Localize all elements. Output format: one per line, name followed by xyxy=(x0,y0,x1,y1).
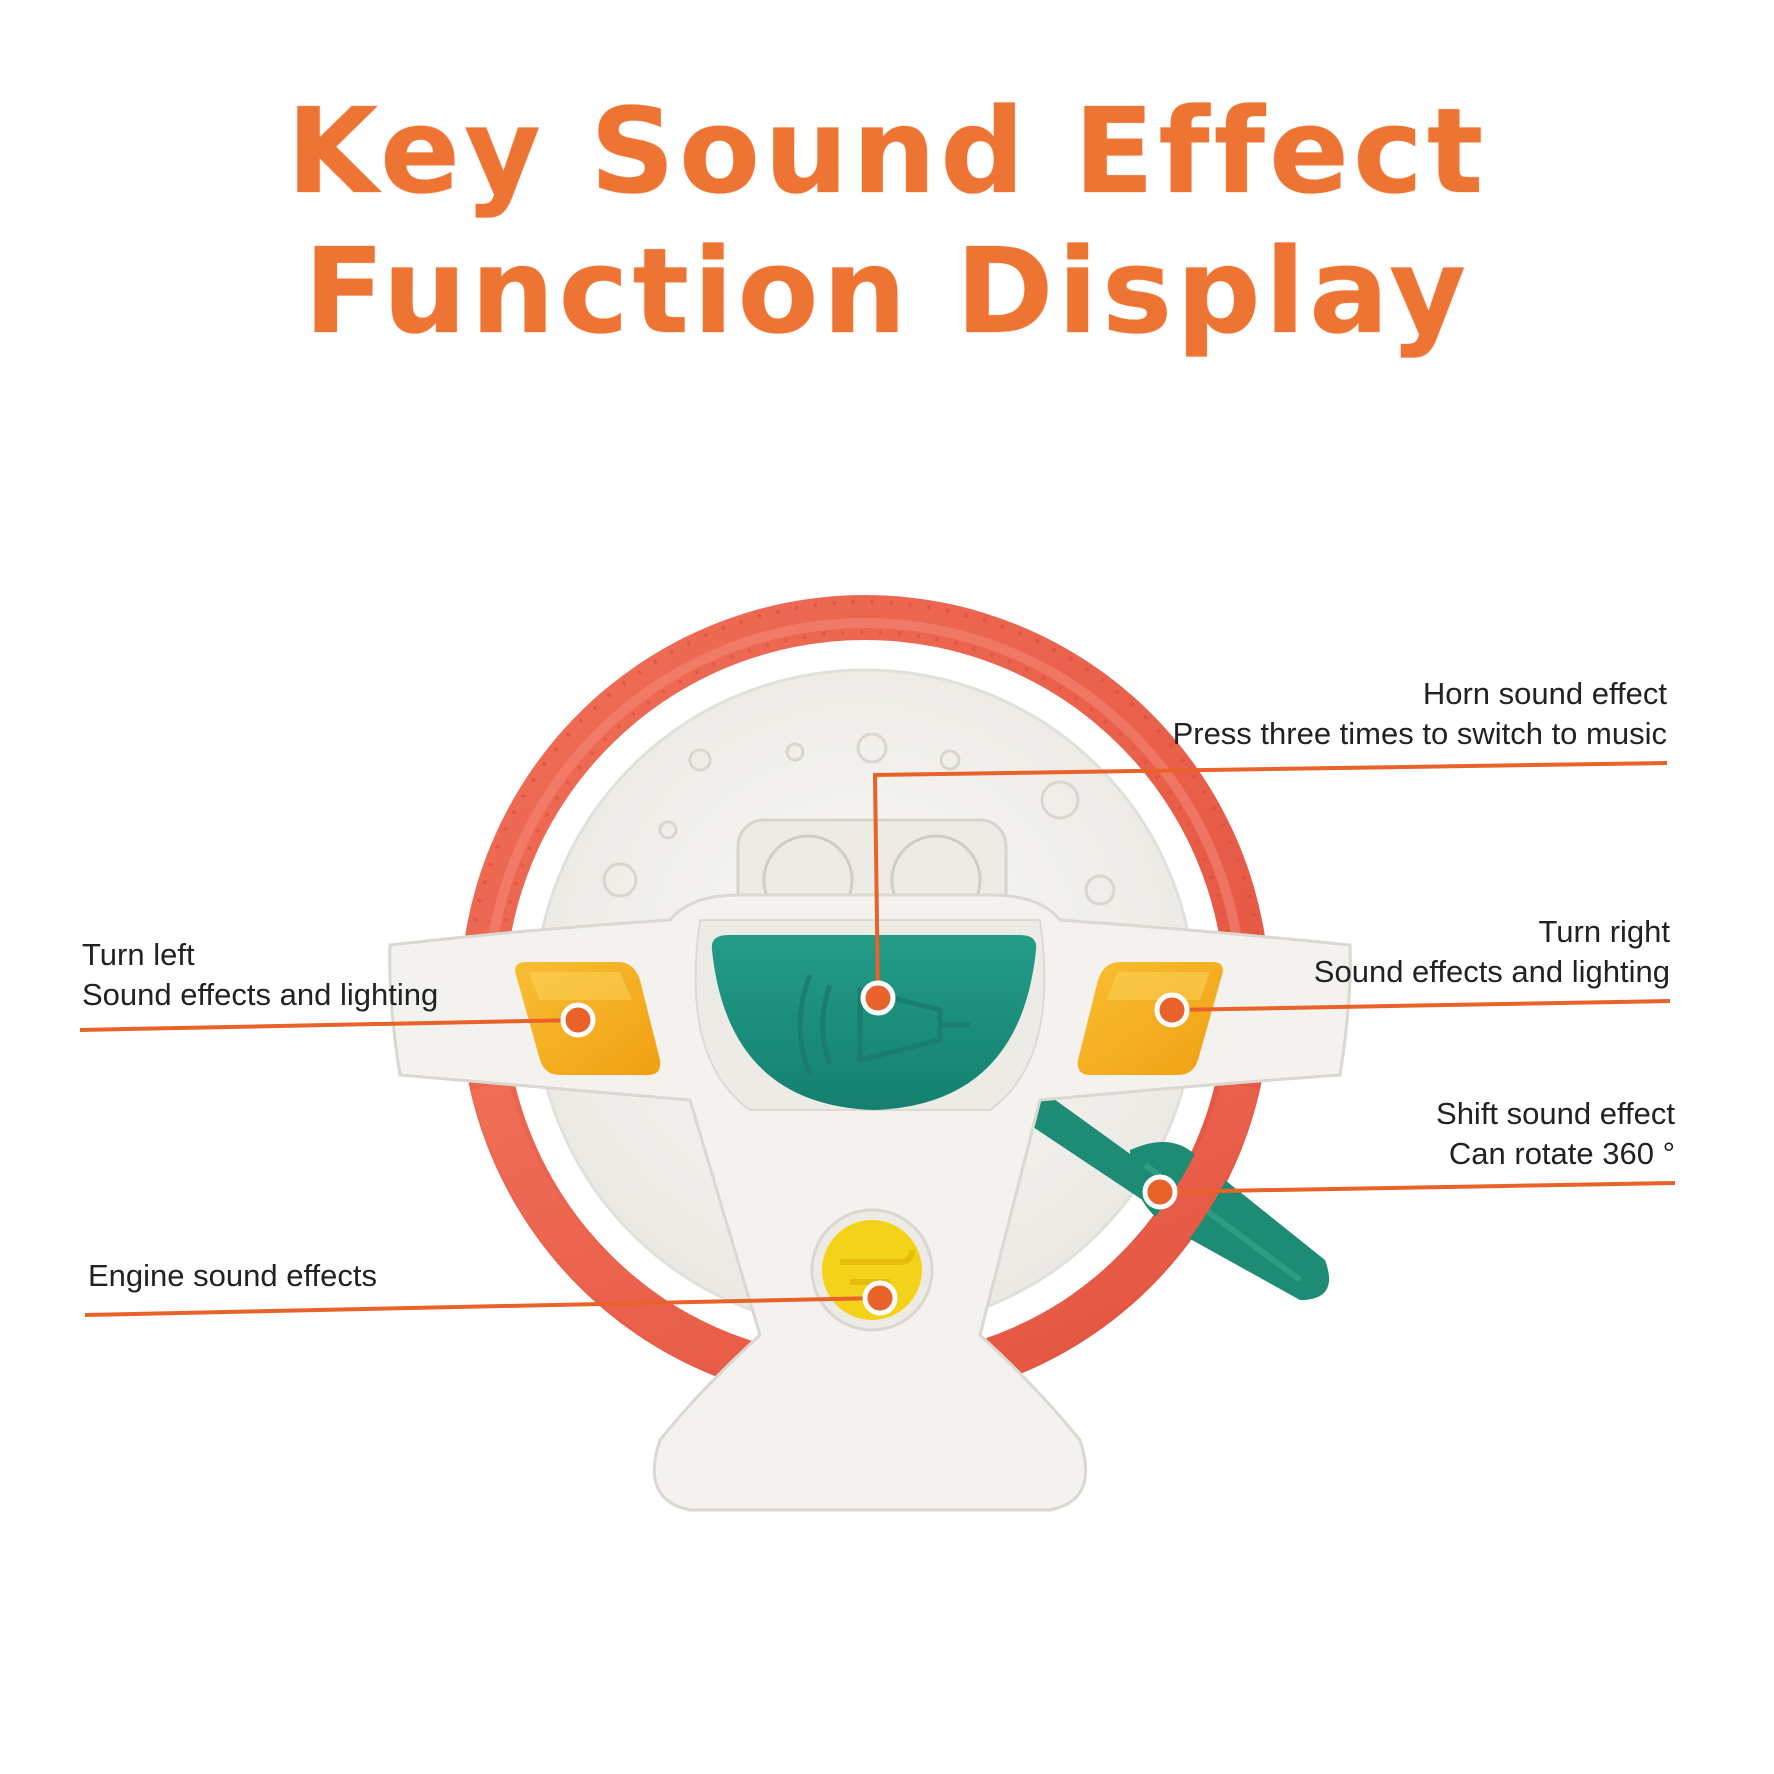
horn-button[interactable] xyxy=(711,935,1037,1110)
leader-lines xyxy=(79,761,1676,1317)
callout-engine: Engine sound effects xyxy=(88,1256,377,1296)
horn-icon xyxy=(797,974,970,1076)
callout-horn: Horn sound effect Press three times to s… xyxy=(1173,674,1667,754)
callout-engine-title: Engine sound effects xyxy=(88,1258,377,1293)
leader-turn-left xyxy=(79,1018,579,1032)
callout-turn-right: Turn right Sound effects and lighting xyxy=(1314,912,1670,992)
callout-turn-right-detail: Sound effects and lighting xyxy=(1313,954,1670,989)
leader-turn-right xyxy=(1171,999,1671,1012)
turn-right-button[interactable] xyxy=(1077,962,1223,1075)
wheel-rim-lower xyxy=(471,1080,1259,1402)
callout-shift: Shift sound effect Can rotate 360 ° xyxy=(1436,1094,1675,1174)
leader-horn xyxy=(872,761,1668,999)
callout-turn-left-title: Turn left xyxy=(82,937,195,972)
title-line-1: Key Sound Effect xyxy=(286,82,1488,220)
callout-turn-left-detail: Sound effects and lighting xyxy=(82,977,439,1012)
callout-shift-title: Shift sound effect xyxy=(1436,1096,1675,1131)
callout-turn-left: Turn left Sound effects and lighting xyxy=(82,935,438,1015)
callout-horn-title: Horn sound effect xyxy=(1422,676,1667,711)
callout-turn-right-title: Turn right xyxy=(1538,914,1670,949)
callout-dots xyxy=(560,980,1190,1316)
callout-shift-detail: Can rotate 360 ° xyxy=(1448,1136,1675,1171)
leader-shift xyxy=(1159,1181,1676,1194)
title-line-2: Function Display xyxy=(303,222,1471,360)
callout-horn-detail: Press three times to switch to music xyxy=(1172,716,1667,751)
leader-engine xyxy=(84,1296,881,1317)
